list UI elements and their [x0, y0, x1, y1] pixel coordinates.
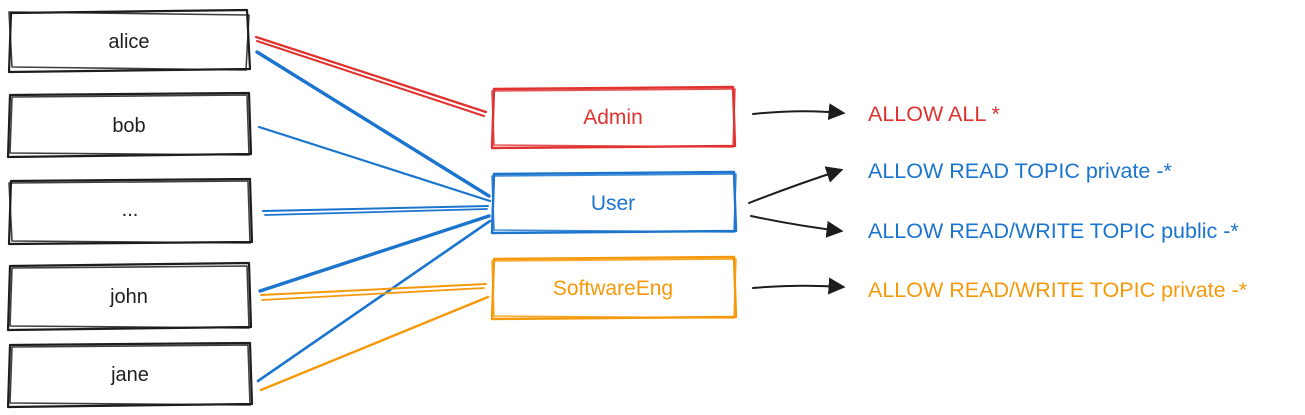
- permission-read-private: ALLOW READ TOPIC private -*: [868, 159, 1173, 183]
- arrow-user-permission-2: [750, 215, 844, 238]
- box-outline: [7, 177, 254, 246]
- role-node-softwareeng: SoftwareEng: [490, 255, 738, 321]
- edge-bob-user: [257, 125, 492, 203]
- role-label: User: [591, 192, 635, 215]
- edge-john-softwareeng-overdraw: [261, 287, 485, 301]
- permission-allow-all: ALLOW ALL *: [868, 102, 1000, 126]
- box-overdraw: [491, 173, 737, 233]
- edge-john-softwareeng: [260, 283, 487, 296]
- role-node-admin: Admin: [490, 85, 737, 150]
- permission-readwrite-private: ALLOW READ/WRITE TOPIC private -*: [868, 278, 1248, 302]
- permission-readwrite-public: ALLOW READ/WRITE TOPIC public -*: [868, 219, 1239, 243]
- edges-layer: [254, 35, 492, 392]
- user-label: jane: [110, 364, 149, 386]
- edge-alice-user: [255, 50, 491, 198]
- user-label: alice: [108, 31, 149, 53]
- user-label: ...: [122, 199, 139, 221]
- arrow-user-permission-1: [748, 166, 844, 204]
- box-overdraw: [491, 88, 736, 148]
- edge-jane-user: [256, 219, 492, 383]
- edge-jane-softwareeng: [259, 295, 490, 392]
- edge-others-user: [262, 205, 489, 212]
- arrow-softwareeng-permission: [752, 277, 846, 295]
- edge-others-user-overdraw: [264, 208, 488, 216]
- permissions-layer: ALLOW ALL * ALLOW READ TOPIC private -* …: [868, 102, 1248, 302]
- role-label: SoftwareEng: [553, 277, 673, 300]
- arrow-admin-permission: [752, 103, 846, 121]
- edge-john-user: [258, 214, 491, 293]
- user-label: john: [109, 286, 148, 308]
- role-node-user: User: [490, 170, 738, 235]
- arrows-layer: [748, 103, 846, 295]
- box-overdraw: [9, 265, 250, 329]
- box-outline: [6, 341, 254, 409]
- role-label: Admin: [583, 106, 643, 129]
- box-outline: [7, 8, 252, 74]
- user-node-bob: bob: [6, 91, 253, 159]
- user-label: bob: [112, 115, 145, 137]
- edge-alice-admin: [254, 35, 488, 114]
- user-node-others: ...: [7, 177, 254, 246]
- box-overdraw: [8, 180, 251, 244]
- user-node-john: john: [6, 261, 253, 332]
- edge-alice-admin-overdraw: [256, 40, 485, 117]
- user-node-jane: jane: [6, 341, 254, 409]
- box-outline: [6, 91, 253, 159]
- box-outline: [6, 261, 253, 332]
- box-overdraw: [9, 344, 251, 406]
- box-overdraw: [8, 11, 250, 71]
- box-overdraw: [491, 258, 737, 319]
- box-overdraw: [9, 94, 250, 156]
- user-node-alice: alice: [7, 8, 252, 74]
